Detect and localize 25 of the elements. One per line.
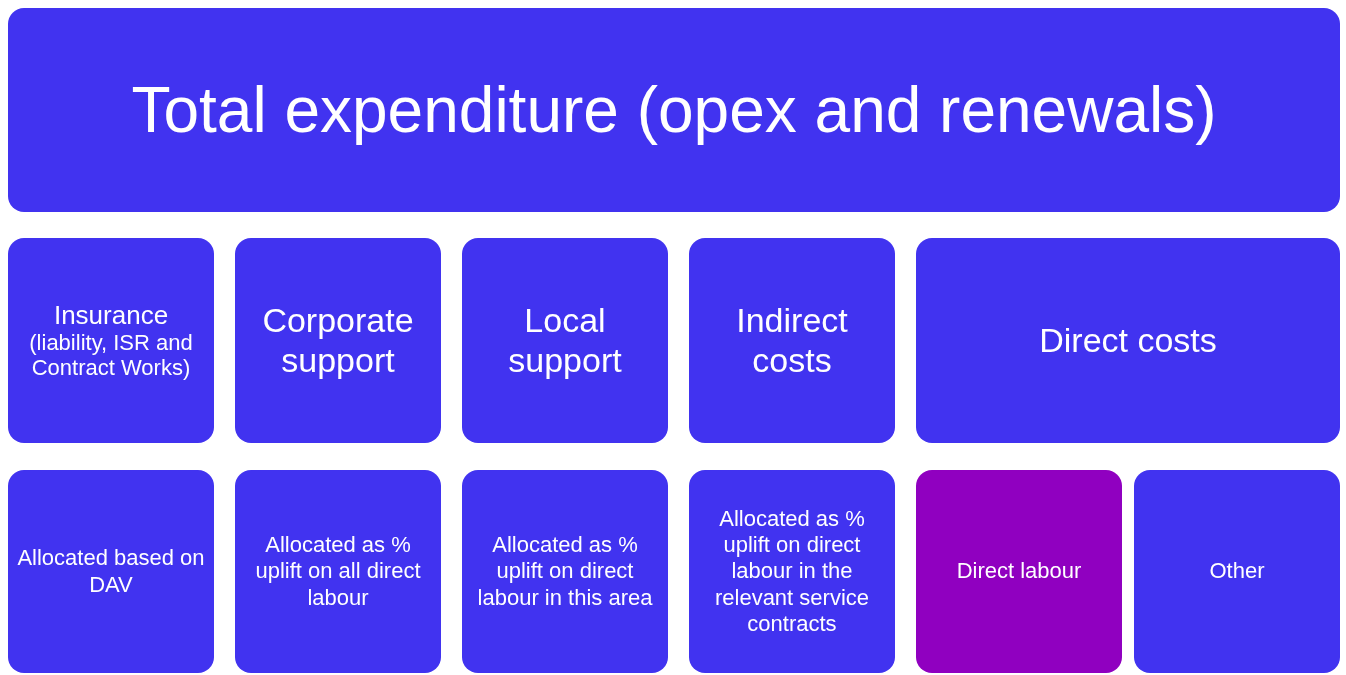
category-box bbox=[462, 238, 668, 443]
category-box bbox=[916, 470, 1122, 673]
box-heading: Allocated based on DAV bbox=[16, 545, 206, 598]
category-box bbox=[689, 470, 895, 673]
box-heading: Direct labour bbox=[956, 558, 1082, 585]
box-heading: Allocated as % uplift on all direct labour bbox=[254, 531, 422, 612]
box-heading: Insurance bbox=[53, 300, 169, 330]
category-box bbox=[462, 470, 668, 673]
box-heading: Other bbox=[1209, 558, 1265, 585]
box-heading: Direct costs bbox=[1039, 320, 1217, 361]
category-box bbox=[916, 238, 1340, 443]
category-box bbox=[8, 238, 214, 443]
category-box bbox=[689, 238, 895, 443]
category-box bbox=[1134, 470, 1340, 673]
box-heading: Indirect costs bbox=[735, 301, 849, 380]
category-box bbox=[235, 470, 441, 673]
box-heading: Allocated as % uplift on direct labour in the relevant service contracts bbox=[713, 505, 871, 638]
category-box bbox=[8, 470, 214, 673]
box-subtext: (liability, ISR and Contract Works) bbox=[28, 329, 194, 381]
box-heading: Total expenditure (opex and renewals) bbox=[131, 73, 1217, 148]
box-heading: Allocated as % uplift on direct labour in this area bbox=[476, 531, 654, 612]
category-box bbox=[8, 8, 1340, 212]
category-box bbox=[235, 238, 441, 443]
box-heading: Local support bbox=[507, 301, 623, 380]
box-heading: Corporate support bbox=[261, 301, 415, 380]
